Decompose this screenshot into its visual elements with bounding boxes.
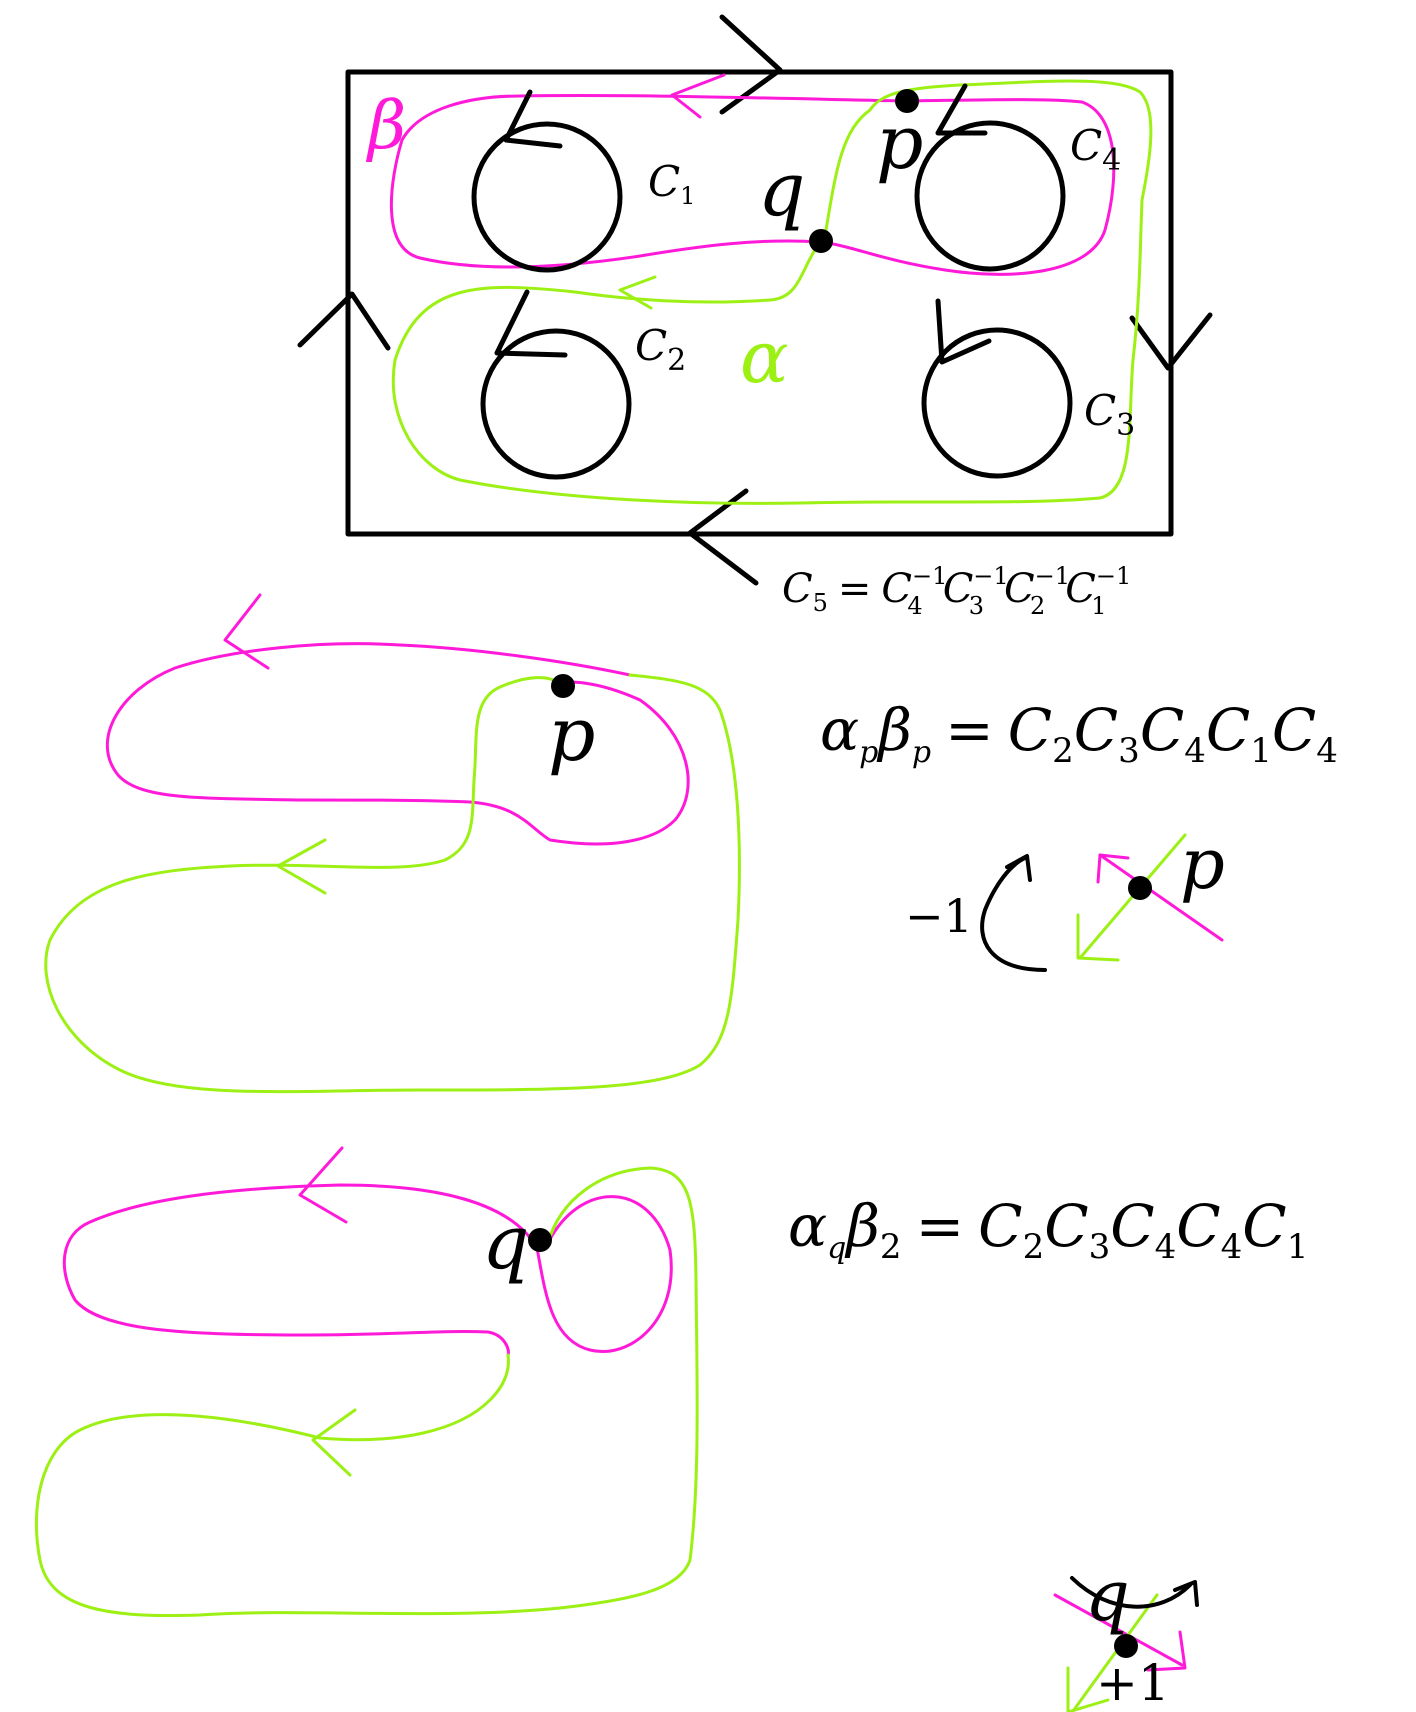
circle-c2 — [480, 289, 632, 480]
circle-c4 — [914, 83, 1066, 272]
orientation-arrow-icon — [503, 89, 563, 149]
circle-c1 — [471, 89, 623, 273]
green-arrowhead-icon — [1076, 913, 1120, 962]
crossing-p: p −1 — [905, 823, 1225, 972]
arrow-left-up-icon — [297, 291, 391, 351]
alpha-p-arrowhead-icon — [276, 838, 327, 895]
beta-p-arrowhead-icon — [223, 593, 270, 670]
magenta-strand — [1098, 853, 1224, 942]
point-q-dot — [809, 229, 833, 253]
beta-q-curve — [62, 1183, 673, 1357]
label-c2: C2 — [635, 321, 686, 378]
point-p-dot — [551, 674, 575, 698]
alpha-label: α — [740, 315, 789, 399]
beta-p-curve — [105, 642, 690, 846]
green-arrowhead-icon — [1066, 1666, 1110, 1712]
magenta-arrowhead-icon — [1146, 1630, 1187, 1672]
bottom-diagram: q αqβ2=C2C3C4C4C1 q — [34, 1146, 1308, 1712]
point-p-dot — [895, 89, 919, 113]
green-strand — [1070, 1593, 1159, 1712]
point-q-dot — [528, 1228, 552, 1252]
beta-curve — [389, 93, 1116, 276]
alpha-curve — [391, 79, 1153, 505]
magenta-arrowhead-icon — [1096, 853, 1130, 884]
crossing-p-dot — [1128, 876, 1152, 900]
sign-plus-one: +1 — [1096, 1654, 1170, 1712]
rotation-arrow-icon — [1070, 1576, 1199, 1609]
formula-q: αqβ2=C2C3C4C4C1 — [788, 1192, 1308, 1267]
beta-arrowhead-icon — [670, 73, 726, 119]
orientation-arrow-icon — [494, 289, 568, 358]
middle-diagram: p αpβp=C2C3C4C1C4 p −1 — [44, 593, 1338, 1094]
label-c3: C3 — [1084, 386, 1135, 443]
alpha-q-curve — [34, 1166, 699, 1618]
rotation-arrow-icon — [980, 854, 1047, 972]
alpha-q-arrowhead-icon — [311, 1408, 357, 1477]
surface-boundary-rectangle — [345, 69, 1174, 537]
orientation-arrow-icon — [935, 298, 992, 365]
sign-minus-one: −1 — [905, 889, 973, 943]
magenta-strand — [1053, 1593, 1184, 1667]
alpha-p-curve — [44, 673, 741, 1094]
arrow-right-down-icon — [1129, 312, 1213, 371]
label-c1: C1 — [648, 157, 695, 210]
label-c4: C4 — [1070, 121, 1121, 178]
beta-q-arrowhead-icon — [298, 1146, 348, 1224]
formula-p: αpβp=C2C3C4C1C4 — [820, 696, 1338, 771]
arrow-bottom-left-icon — [687, 488, 759, 586]
point-p-label: p — [548, 692, 595, 778]
point-q-label: q — [758, 147, 805, 233]
crossing-q-dot — [1114, 1634, 1138, 1658]
circle-c3 — [921, 298, 1073, 479]
beta-label: β — [365, 87, 406, 164]
orientation-arrow-icon — [935, 83, 988, 136]
crossing-p-label: p — [1180, 823, 1225, 905]
alpha-arrowhead-icon — [618, 275, 657, 310]
point-q-label: q — [482, 1200, 529, 1286]
point-p-label: p — [876, 100, 923, 186]
